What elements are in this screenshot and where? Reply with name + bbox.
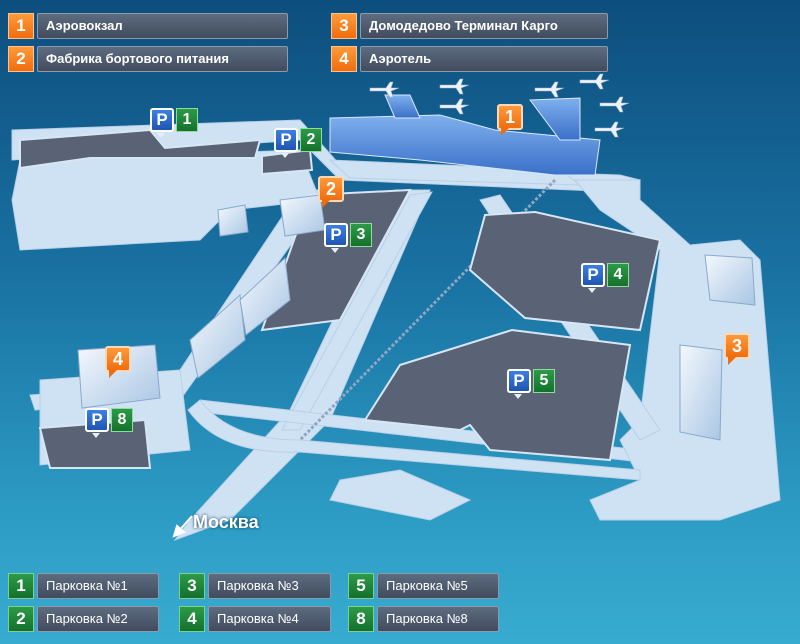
building-number: 1: [504, 106, 515, 127]
legend-label: Домодедово Терминал Карго: [360, 13, 608, 39]
building-marker-3[interactable]: 3: [724, 333, 750, 365]
parking-marker-3[interactable]: P 3: [324, 223, 372, 253]
legend-number: 3: [179, 573, 205, 599]
roads: [11, 119, 781, 542]
parking-number: 5: [533, 369, 555, 393]
legend-building-3: 3 Домодедово Терминал Карго: [331, 13, 608, 39]
legend-label: Аэровокзал: [37, 13, 288, 39]
legend-label: Парковка №3: [208, 573, 331, 599]
legend-label: Парковка №8: [377, 606, 499, 632]
parking-marker-1[interactable]: P 1: [150, 108, 198, 138]
legend-label: Парковка №2: [37, 606, 159, 632]
legend-label: Парковка №1: [37, 573, 159, 599]
parking-icon: P: [507, 369, 531, 393]
legend-building-4: 4 Аэротель: [331, 46, 608, 72]
parking-marker-2[interactable]: P 2: [274, 128, 322, 158]
moscow-direction-label: Москва: [193, 512, 259, 532]
parking-lots: [19, 128, 662, 469]
building-marker-2[interactable]: 2: [318, 176, 344, 208]
legend-parking-4: 4 Парковка №4: [179, 606, 331, 632]
building-number: 4: [112, 348, 123, 369]
legend-parking-2: 2 Парковка №2: [8, 606, 159, 632]
parking-marker-8[interactable]: P 8: [85, 408, 133, 438]
building-marker-1[interactable]: 1: [497, 104, 523, 136]
parking-number: 3: [350, 223, 372, 247]
parking-number: 1: [176, 108, 198, 132]
parking-marker-5[interactable]: P 5: [507, 369, 555, 399]
parking-icon: P: [581, 263, 605, 287]
parking-icon: P: [85, 408, 109, 432]
parking-marker-4[interactable]: P 4: [581, 263, 629, 293]
parking-icon: P: [274, 128, 298, 152]
legend-number: 4: [179, 606, 205, 632]
buildings: [77, 194, 756, 441]
legend-parking-5: 5 Парковка №5: [348, 573, 499, 599]
building-number: 2: [325, 178, 336, 199]
legend-building-2: 2 Фабрика бортового питания: [8, 46, 288, 72]
legend-number: 1: [8, 13, 34, 39]
legend-parking-3: 3 Парковка №3: [179, 573, 331, 599]
parking-number: 8: [111, 408, 133, 432]
legend-parking-8: 8 Парковка №8: [348, 606, 499, 632]
parking-icon: P: [324, 223, 348, 247]
legend-building-1: 1 Аэровокзал: [8, 13, 288, 39]
legend-number: 8: [348, 606, 374, 632]
legend-number: 1: [8, 573, 34, 599]
legend-label: Фабрика бортового питания: [37, 46, 288, 72]
building-number: 3: [731, 335, 742, 356]
legend-number: 4: [331, 46, 357, 72]
parking-number: 2: [300, 128, 322, 152]
terminal: [329, 94, 601, 176]
legend-parking-1: 1 Парковка №1: [8, 573, 159, 599]
legend-label: Аэротель: [360, 46, 608, 72]
legend-label: Парковка №4: [208, 606, 331, 632]
legend-number: 2: [8, 606, 34, 632]
arrow-down-left-icon: [172, 515, 193, 538]
legend-label: Парковка №5: [377, 573, 499, 599]
legend-number: 3: [331, 13, 357, 39]
aircraft: [369, 73, 630, 138]
legend-number: 2: [8, 46, 34, 72]
building-marker-4[interactable]: 4: [105, 346, 131, 378]
parking-number: 4: [607, 263, 629, 287]
parking-icon: P: [150, 108, 174, 132]
legend-number: 5: [348, 573, 374, 599]
